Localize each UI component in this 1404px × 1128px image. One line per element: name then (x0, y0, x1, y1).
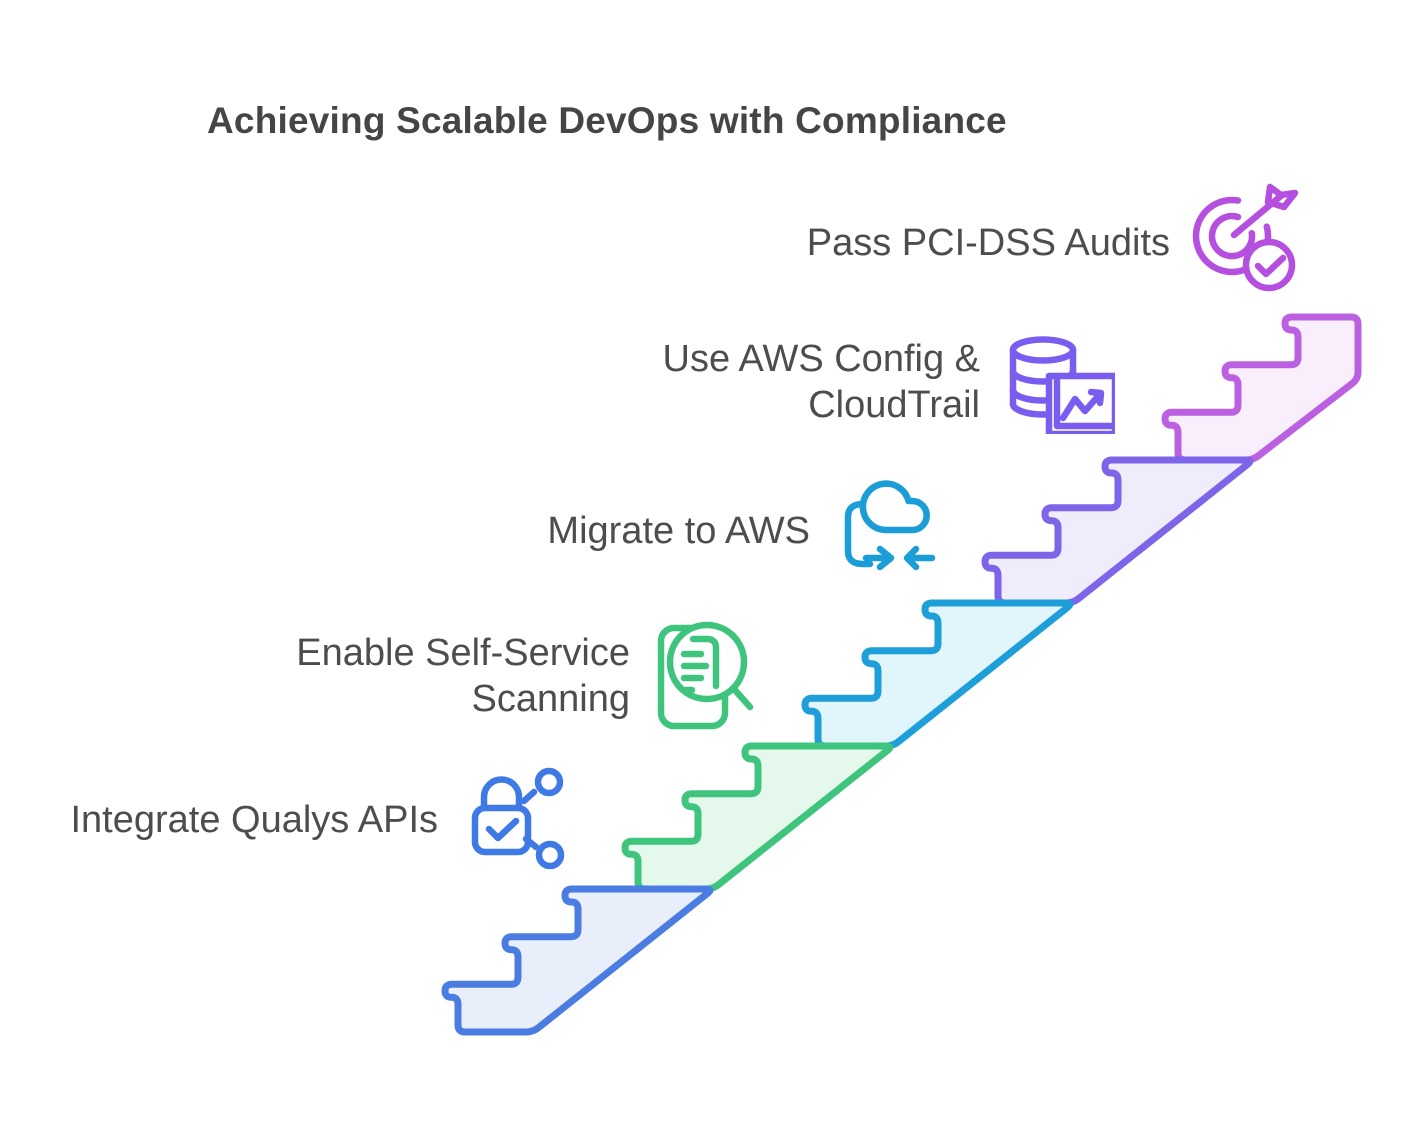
padlock-check-share-icon (463, 762, 567, 870)
label-line: Enable Self-Service (296, 632, 630, 674)
label-line: Migrate to AWS (547, 510, 810, 552)
step-label-integrate-qualys-apis: Integrate Qualys APIs (70, 797, 438, 843)
database-chart-icon (1003, 334, 1115, 434)
step-label-migrate-to-aws: Migrate to AWS (547, 508, 810, 554)
step-label-pass-pci-dss-audits: Pass PCI-DSS Audits (807, 220, 1170, 266)
target-arrow-check-icon (1190, 182, 1302, 294)
stair-band-0 (441, 885, 714, 1036)
document-magnifier-icon (653, 612, 755, 736)
stair-band-3 (981, 456, 1254, 607)
label-line: Integrate Qualys APIs (70, 799, 438, 841)
stair-band-2 (801, 599, 1074, 750)
step-label-enable-self-service-scanning: Enable Self-Service Scanning (296, 630, 630, 722)
label-line: CloudTrail (808, 384, 980, 426)
page-title: Achieving Scalable DevOps with Complianc… (207, 100, 1007, 141)
label-line: Pass PCI-DSS Audits (806, 222, 1170, 264)
stair-band-1 (621, 742, 894, 893)
cloud-migrate-arrows-icon (836, 478, 936, 572)
stair-band-4 (1161, 313, 1362, 464)
step-label-use-aws-config-cloudtrail: Use AWS Config & CloudTrail (663, 336, 981, 428)
label-line: Use AWS Config & (662, 338, 981, 380)
label-line: Scanning (471, 678, 630, 720)
